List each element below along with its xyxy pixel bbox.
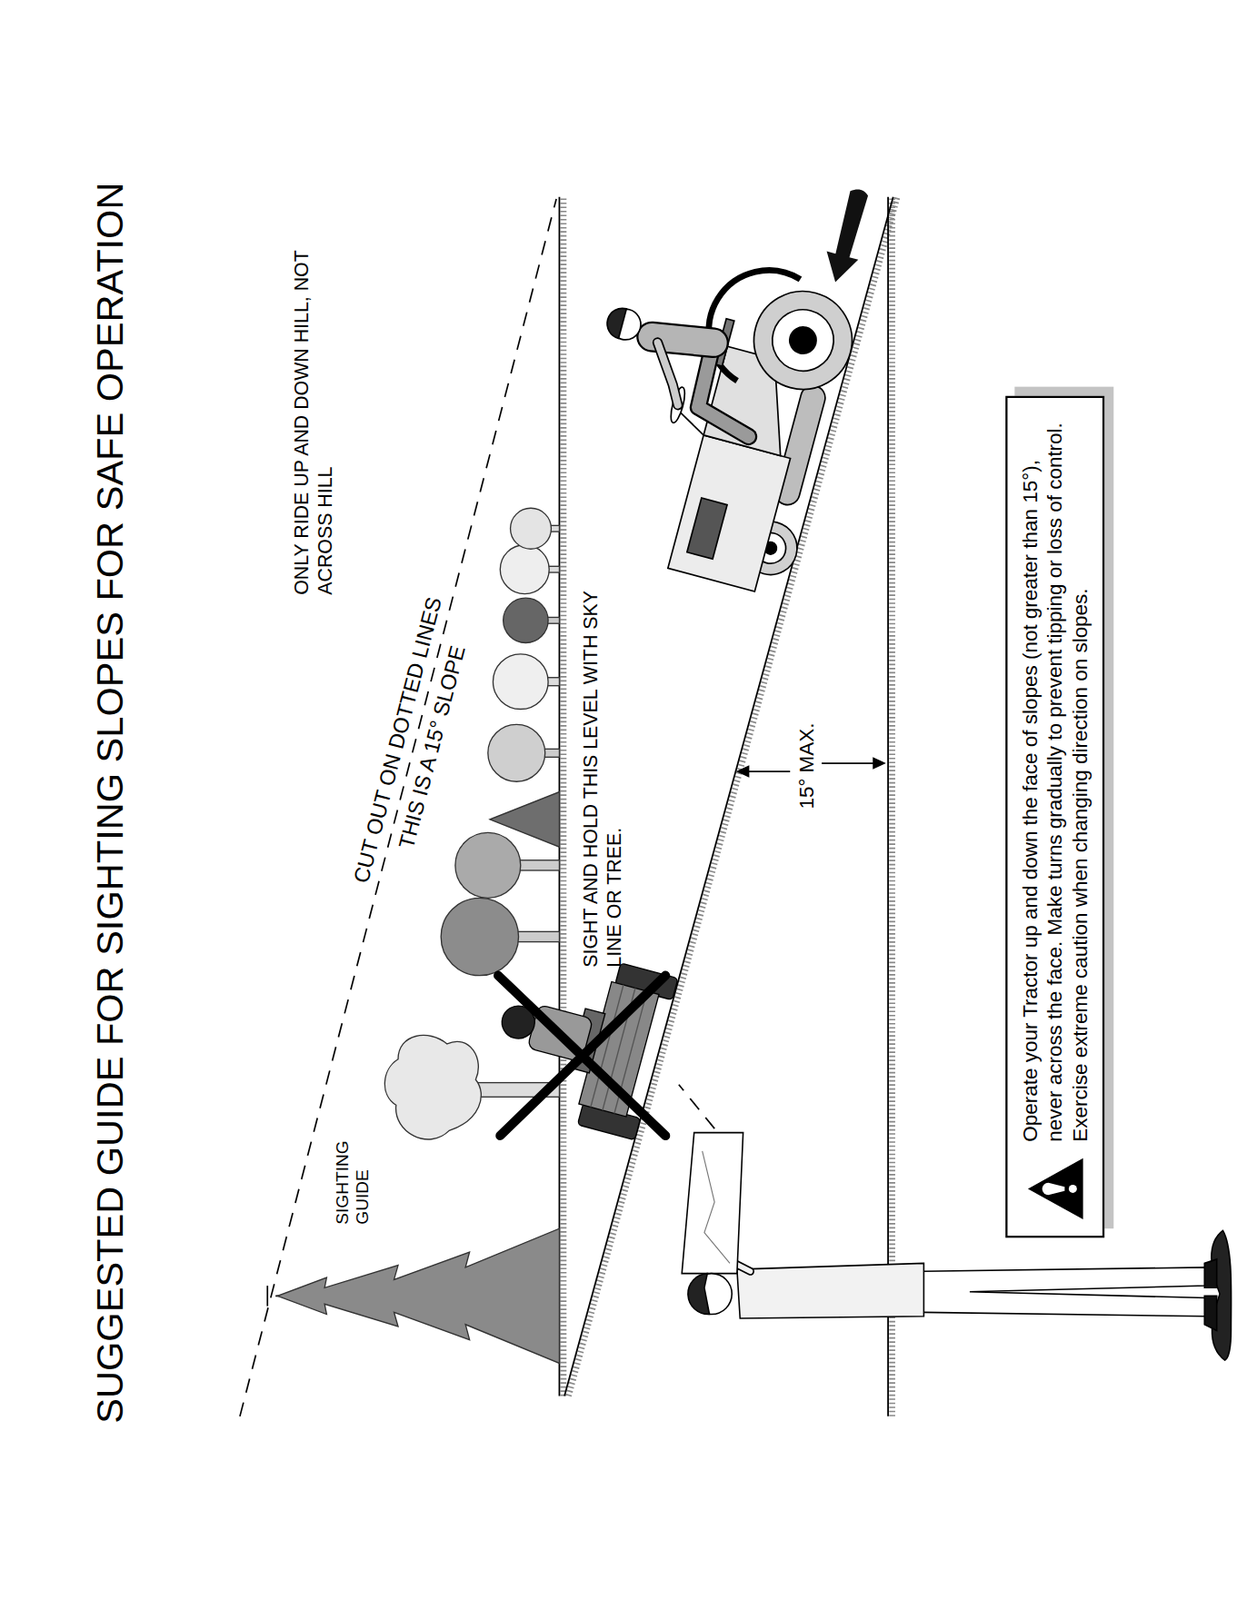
angle-label: 15° MAX. <box>794 722 819 809</box>
guide-label: SIGHTING GUIDE <box>332 1140 375 1225</box>
warning-box: Operate your Tractor up and down the fac… <box>1005 396 1105 1239</box>
warning-text: Operate your Tractor up and down the fac… <box>1007 398 1103 1143</box>
sighting-instruction: SIGHT AND HOLD THIS LEVEL WITH SKY LINE … <box>579 579 627 968</box>
warning-icon <box>1025 1156 1085 1222</box>
page-title: SUGGESTED GUIDE FOR SIGHTING SLOPES FOR … <box>88 182 134 1425</box>
riding-instruction: ONLY RIDE UP AND DOWN HILL, NOT ACROSS H… <box>290 238 338 596</box>
